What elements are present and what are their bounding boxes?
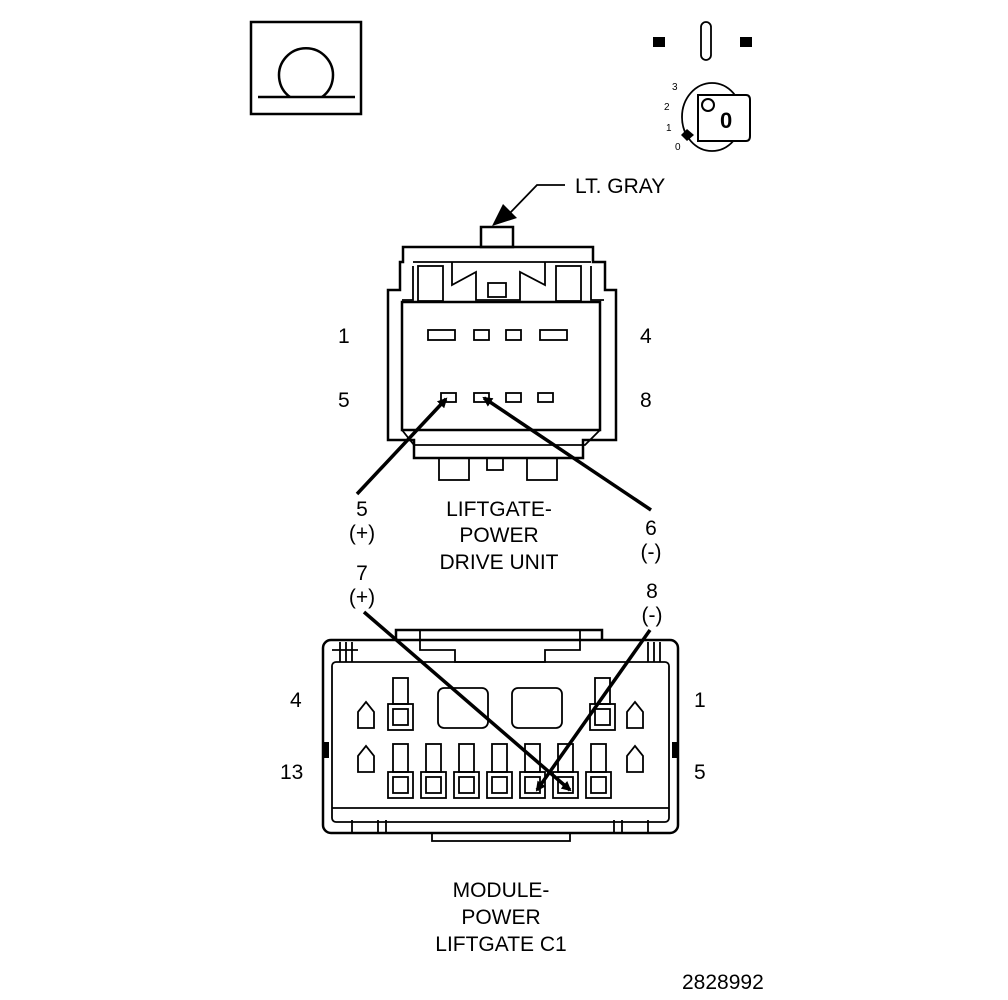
ignition-pos-3: 3 [672,82,678,93]
top-pin-4-label: 4 [640,325,652,348]
top-connector-name-line-1: LIFTGATE- [446,498,552,521]
color-callout: LT. GRAY [492,175,665,226]
arrow-pin-6 [482,396,652,512]
ignition-pos-2: 2 [664,102,670,113]
callout-polarity-8: (-) [642,604,663,627]
top-connector-name-line-2: POWER [459,524,538,547]
ignition-key-label: 0 [720,108,732,133]
arrow-pin-7 [362,610,572,792]
figure-id: 2828992 [682,971,764,994]
top-pin-5-label: 5 [338,389,350,412]
top-connector-name-line-3: DRIVE UNIT [439,551,558,574]
arrow-pin-5 [355,397,448,496]
bottom-pin-4-label: 4 [290,689,302,712]
bottom-connector-name-line-3: LIFTGATE C1 [435,933,566,956]
bottom-pin-1-label: 1 [694,689,706,712]
callout-polarity-7: (+) [349,586,375,609]
ignition-pos-0: 0 [675,142,681,153]
top-pin-8-label: 8 [640,389,652,412]
callout-polarity-6: (-) [641,541,662,564]
arrow-pin-8 [535,628,652,792]
top-pin-1-label: 1 [338,325,350,348]
bottom-pin-5-label: 5 [694,761,706,784]
callout-pin-7: 7 [356,562,368,585]
callout-arrows [355,396,652,792]
omega-icon [249,20,363,116]
callout-polarity-5: (+) [349,522,375,545]
callout-pin-8: 8 [646,580,658,603]
ignition-pos-1: 1 [666,123,672,134]
module-power-liftgate-connector [321,628,680,842]
callout-pin-5: 5 [356,498,368,521]
liftgate-drive-unit-connector [386,225,618,481]
callout-pin-6: 6 [645,517,657,540]
bottom-pin-13-label: 13 [280,761,303,784]
bottom-connector-name-line-2: POWER [461,906,540,929]
ignition-key-icon: 3 2 1 0 0 [653,21,752,153]
bottom-connector-name-line-1: MODULE- [453,879,550,902]
connector-color-label: LT. GRAY [575,175,665,198]
